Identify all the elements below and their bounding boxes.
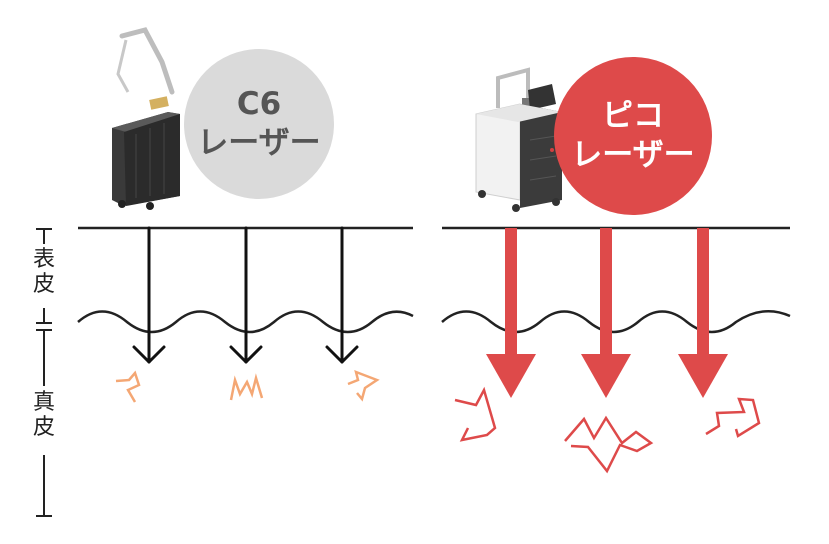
left-laser-label-line1: C6 <box>236 86 282 123</box>
right-arrow-3 <box>678 228 728 398</box>
left-laser-label: C6 レーザー <box>184 49 334 199</box>
right-bursts <box>454 386 761 474</box>
left-burst-2 <box>229 373 264 401</box>
right-burst-1 <box>454 386 497 442</box>
right-arrow-2 <box>581 228 631 398</box>
left-boundary-wave <box>77 310 414 334</box>
left-machine <box>112 27 180 210</box>
epidermis-label: 表 皮 <box>29 247 59 298</box>
left-burst-3 <box>347 369 380 402</box>
dermis-label-char2: 皮 <box>32 415 55 441</box>
right-burst-2 <box>564 415 654 474</box>
left-arrow-1 <box>132 226 166 364</box>
left-laser-label-line2: レーザー <box>197 125 321 161</box>
right-laser-label: ピコ レーザー <box>554 57 712 215</box>
right-laser-label-line2: レーザー <box>571 137 695 173</box>
right-arrow-1 <box>486 228 536 398</box>
right-label-circle <box>554 57 712 215</box>
left-arrow-3 <box>325 226 359 364</box>
depth-ruler <box>36 228 52 517</box>
dermis-label-char1: 真 <box>32 390 55 415</box>
right-burst-3 <box>705 397 761 438</box>
right-laser-label-line1: ピコ <box>602 98 664 135</box>
left-label-circle <box>184 49 334 199</box>
left-arrow-2 <box>229 226 263 364</box>
right-boundary-wave <box>441 309 791 334</box>
epidermis-label-char1: 表 <box>32 247 55 272</box>
right-arrows <box>486 228 728 398</box>
epidermis-label-char2: 皮 <box>32 272 55 298</box>
left-bursts <box>115 369 380 403</box>
dermis-label: 真 皮 <box>29 390 59 441</box>
right-machine <box>475 67 562 212</box>
left-arrows <box>132 226 359 364</box>
left-burst-1 <box>115 370 141 403</box>
